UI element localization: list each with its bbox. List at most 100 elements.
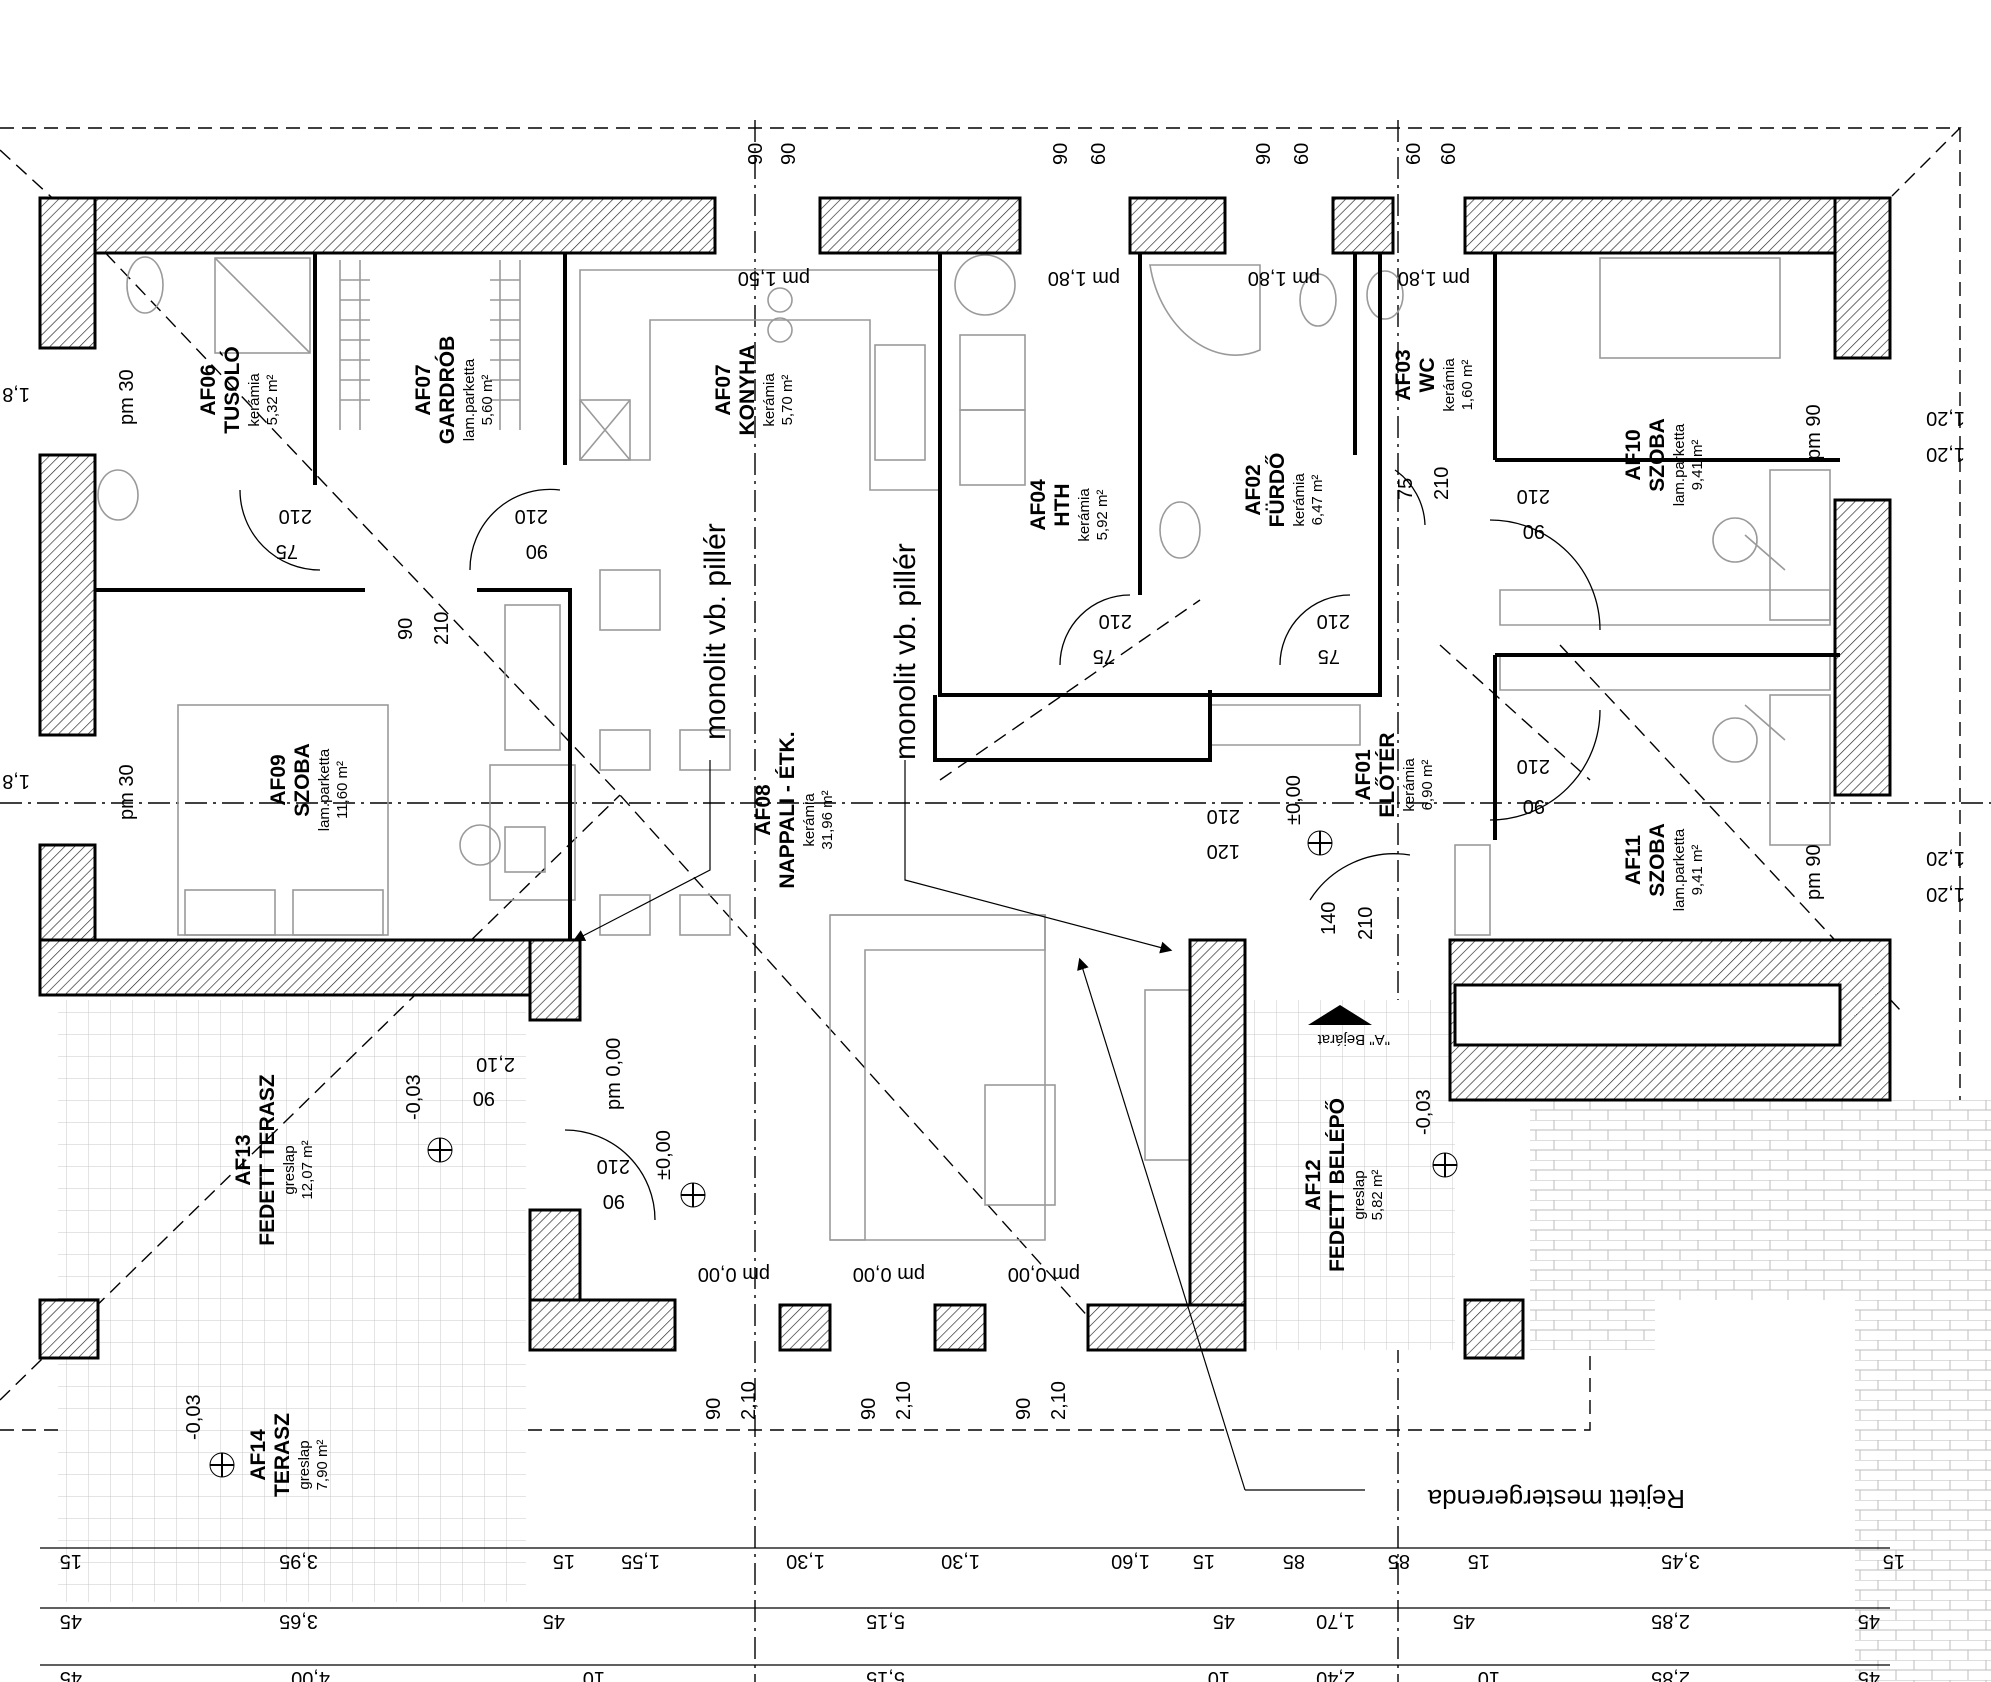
dim-value: 3,65 [279,1610,318,1632]
room-code: AF10 [1622,429,1645,480]
parapet-label: pm 30 [116,764,138,820]
parapet-label: pm 1,80 [1248,267,1320,289]
room-code: AF02 [1242,464,1265,515]
level-label: ±0,00 [653,1130,675,1180]
level-markers [209,830,1458,1478]
room-code: AF12 [1302,1159,1325,1210]
dim-value: 1,60 [1111,1550,1150,1572]
dim-row-2: 45 3,65 45 5,15 45 1,70 45 2,85 45 [60,1610,1880,1632]
room-name: SZOBA [291,743,314,817]
dim-value: 5,15 [866,1610,905,1632]
side-dim: 1,20 [1926,443,1965,465]
opening-dim: 90 [703,1398,725,1420]
level-label: ±0,00 [1283,775,1305,825]
room-area: 5,70 m² [779,375,796,426]
room-code: AF14 [247,1429,270,1481]
pillar-callouts [572,760,1365,1491]
room-name: TUSOLÓ [220,346,244,434]
dim-value: 45 [1213,1610,1235,1632]
paving-area [1455,1100,1991,1682]
room-label-af04: AF04 HTH kerámia 5,92 m² [1027,479,1111,542]
parapet-label: pm 1,50 [738,267,810,289]
side-dim: 1,8 [2,383,30,405]
room-area: 7,90 m² [314,1440,331,1491]
opening-dim: 90 [1253,143,1275,165]
opening-dim: 60 [1403,143,1425,165]
room-floor: greslap [1351,1170,1368,1219]
side-dims: 1,20 1,20 1,20 1,20 1,8 1,8 [2,383,1965,905]
door-label: 210 [597,1155,630,1177]
dim-value: 85 [1388,1550,1410,1572]
dim-value: 1,70 [1316,1610,1355,1632]
beam-note: Rejtett mestergerenda [1427,1484,1685,1514]
room-code: AF09 [267,754,290,805]
opening-dim: 60 [1291,143,1313,165]
room-area: 5,32 m² [264,375,281,426]
room-area: 12,07 m² [299,1140,316,1199]
opening-dim: 2,10 [1048,1381,1070,1420]
room-name: SZOBA [1646,823,1669,897]
parapet-label: pm 0,00 [853,1263,925,1285]
pillar-note-left: monolit vb. pillér [699,523,732,740]
parapet-label: pm 30 [116,369,138,425]
opening-dim: 90 [1013,1398,1035,1420]
door-label: 210 [431,612,453,645]
dim-value: 1,30 [941,1550,980,1572]
room-name: HTH [1051,483,1074,526]
door-labels: 210 75 210 90 90 210 210 75 210 75 75 21… [276,467,1550,1212]
dim-value: 10 [1478,1667,1500,1682]
room-label-af03: AF03 WC kerámia 1,60 m² [1392,349,1476,411]
parapet-label: pm 0,00 [1008,1263,1080,1285]
door-label: 2,10 [476,1053,515,1075]
room-floor: lam.parketta [461,358,478,441]
covered-entrance-floor [1245,1000,1455,1350]
room-area: 9,41 m² [1689,845,1706,896]
terraces [58,1000,1991,1682]
door-label: 210 [1207,805,1240,827]
room-label-af07-konyha: AF07 KONYHA kerámia 5,70 m² [712,344,796,435]
dim-value: 85 [1283,1550,1305,1572]
opening-dim: 90 [1050,143,1072,165]
parapet-label: pm 1,80 [1398,267,1470,289]
level-label: -0,03 [183,1394,205,1440]
dim-value: 45 [60,1667,82,1682]
room-area: 31,96 m² [819,790,836,849]
dim-value: 45 [1858,1610,1880,1632]
dimension-lines [40,1547,1890,1666]
room-label-af12: AF12 FEDETT BELÉPŐ greslap 5,82 m² [1302,1098,1386,1272]
opening-dim: 90 [858,1398,880,1420]
dim-value: 1,55 [621,1550,660,1572]
room-area: 6,47 m² [1309,475,1326,526]
room-label-af02: AF02 FÜRDŐ kerámia 6,47 m² [1242,453,1326,528]
door-label: 210 [1517,755,1550,777]
room-floor: kerámia [1441,358,1458,412]
room-label-af08: AF08 NAPPALI - ÉTK. kerámia 31,96 m² [752,731,836,888]
room-name: FEDETT BELÉPŐ [1326,1098,1349,1272]
room-name: FÜRDŐ [1266,453,1289,528]
dim-value: 45 [60,1610,82,1632]
room-label-af11: AF11 SZOBA lam.parketta 9,41 m² [1622,823,1706,911]
parapet-label: pm 90 [1803,404,1825,460]
door-label: 210 [1517,485,1550,507]
dim-value: 5,15 [866,1667,905,1682]
room-code: AF07 [712,364,735,415]
room-floor: lam.parketta [316,748,333,831]
room-floor: lam.parketta [1671,423,1688,506]
door-label: 210 [1431,467,1453,500]
room-code: AF04 [1027,479,1050,531]
level-label: -0,03 [403,1074,425,1120]
dim-value: 15 [553,1550,575,1572]
room-name: NAPPALI - ÉTK. [776,731,799,888]
opening-dim: 90 [745,143,767,165]
dim-value: 2,85 [1651,1667,1690,1682]
room-label-af01: AF01 ELŐTÉR kerámia 6,90 m² [1352,732,1436,817]
parapet-label: pm 1,80 [1048,267,1120,289]
room-code: AF13 [232,1134,255,1185]
room-name: FEDETT TERASZ [256,1074,279,1246]
door-label: 90 [473,1087,495,1109]
room-code: AF07 [412,364,435,415]
dim-value: 15 [1468,1550,1490,1572]
door-label: 210 [515,505,548,527]
door-label: 210 [1317,610,1350,632]
